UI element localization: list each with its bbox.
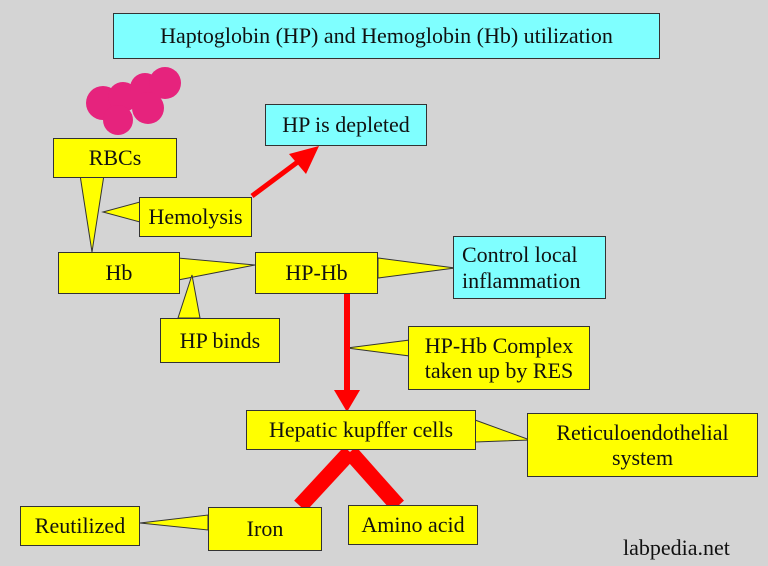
hemolysis-callout-pointer: [101, 201, 141, 223]
rbcs-callout-pointer: [79, 174, 105, 253]
complex-line-2: taken up by RES: [424, 358, 574, 383]
rbc-cell: [132, 92, 164, 124]
page-title: Haptoglobin (HP) and Hemoglobin (Hb) uti…: [160, 23, 613, 49]
hp-binds-label: HP binds: [179, 327, 261, 353]
hp-depleted-label: HP is depleted: [282, 112, 410, 138]
rbcs-box: RBCs: [53, 138, 177, 178]
hepatic-box: Hepatic kupffer cells: [246, 410, 476, 450]
arrow-hphb-to-hepatic: [334, 294, 360, 412]
res-line-2: system: [611, 445, 674, 470]
rbc-cell: [103, 105, 133, 135]
iron-label: Iron: [246, 516, 284, 542]
rbc-cluster: [86, 67, 181, 135]
hp-binds-box: HP binds: [160, 318, 280, 363]
hepatic-callout-pointer: [474, 419, 531, 443]
control-inflammation-box: Control local inflammation: [453, 236, 606, 299]
hemolysis-label: Hemolysis: [148, 204, 243, 230]
arrow-hemolysis-to-depleted: [250, 146, 319, 199]
hp-binds-callout-pointer: [177, 274, 201, 319]
reutilized-label: Reutilized: [34, 513, 126, 539]
hp-depleted-box: HP is depleted: [265, 104, 427, 146]
complex-line-1: HP-Hb Complex: [424, 332, 574, 358]
control-line-1: Control local: [462, 242, 578, 268]
hemolysis-box: Hemolysis: [139, 197, 252, 237]
rbcs-label: RBCs: [88, 145, 142, 171]
hb-box: Hb: [58, 252, 180, 294]
hb-callout-pointer: [177, 257, 256, 281]
res-line-1: Reticuloendothelial: [556, 419, 729, 445]
iron-callout-pointer: [139, 514, 209, 531]
hp-hb-label: HP-Hb: [285, 260, 348, 286]
hepatic-label: Hepatic kupffer cells: [268, 417, 454, 443]
amino-acid-label: Amino acid: [361, 512, 465, 538]
split-arrows: [294, 446, 404, 512]
title-box: Haptoglobin (HP) and Hemoglobin (Hb) uti…: [113, 13, 660, 59]
hp-hb-box: HP-Hb: [255, 252, 378, 294]
complex-box: HP-Hb Complex taken up by RES: [408, 326, 590, 390]
watermark: labpedia.net: [623, 535, 730, 560]
iron-box: Iron: [208, 507, 322, 551]
control-line-2: inflammation: [462, 267, 581, 293]
reutilized-box: Reutilized: [20, 506, 140, 546]
hb-label: Hb: [105, 260, 133, 286]
rbc-cell: [149, 67, 181, 99]
res-box: Reticuloendothelial system: [527, 413, 758, 477]
amino-acid-box: Amino acid: [348, 505, 478, 545]
hp-hb-callout-pointer: [377, 257, 456, 279]
complex-callout-pointer: [346, 339, 411, 357]
